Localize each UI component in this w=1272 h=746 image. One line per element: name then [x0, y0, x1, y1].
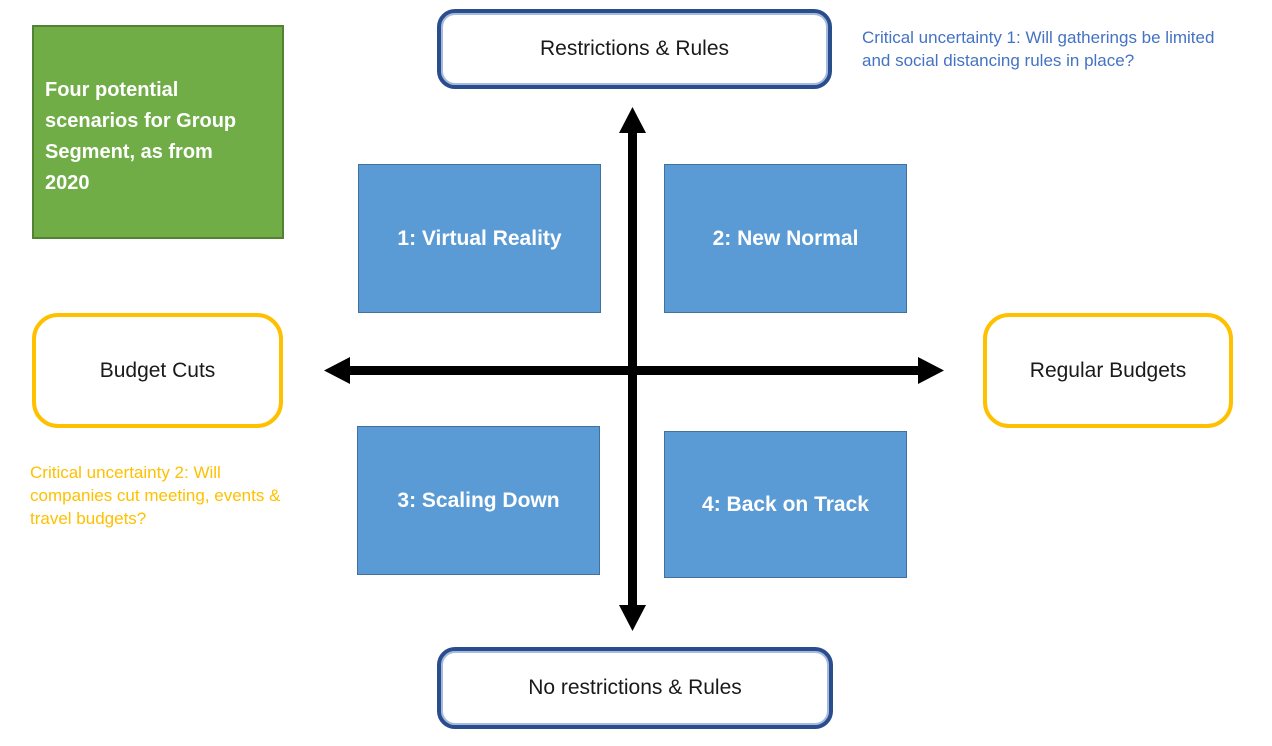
- uncertainty-2-line: companies cut meeting, events &: [30, 486, 281, 505]
- uncertainty-1-line: Critical uncertainty 1: Will gatherings …: [862, 28, 1215, 47]
- title-line: Segment, as from: [45, 141, 213, 163]
- scenario-box-4: 4: Back on Track: [664, 431, 907, 578]
- axis-label-left: Budget Cuts: [32, 313, 283, 428]
- uncertainty-1-line: and social distancing rules in place?: [862, 51, 1135, 70]
- scenario-box-3: 3: Scaling Down: [357, 426, 600, 575]
- scenario-4-label: 4: Back on Track: [702, 492, 869, 516]
- axis-label-right-text: Regular Budgets: [1029, 358, 1187, 382]
- title-line: scenarios for Group: [45, 110, 237, 132]
- title-line: 2020: [45, 172, 90, 194]
- scenario-box-2: 2: New Normal: [664, 164, 907, 313]
- axis-label-bottom-text: No restrictions & Rules: [528, 676, 742, 699]
- uncertainty-2-note: Critical uncertainty 2: Will companies c…: [30, 461, 330, 530]
- scenario-3-label: 3: Scaling Down: [397, 488, 560, 512]
- arrowhead-right-icon: [918, 357, 944, 384]
- scenario-box-1: 1: Virtual Reality: [358, 164, 601, 313]
- uncertainty-2-line: travel budgets?: [30, 509, 147, 528]
- axis-label-left-text: Budget Cuts: [99, 358, 216, 382]
- axis-label-top-text: Restrictions & Rules: [539, 37, 730, 60]
- scenario-2-label: 2: New Normal: [712, 226, 859, 250]
- axis-label-right: Regular Budgets: [983, 313, 1233, 428]
- arrowhead-left-icon: [324, 357, 350, 384]
- uncertainty-2-line: Critical uncertainty 2: Will: [30, 463, 221, 482]
- vertical-axis-arrow: [619, 107, 646, 631]
- title-box: Four potential scenarios for Group Segme…: [32, 25, 284, 239]
- axis-label-bottom: No restrictions & Rules: [437, 647, 833, 729]
- title-line: Four potential: [45, 79, 179, 101]
- axis-label-top: Restrictions & Rules: [437, 9, 832, 89]
- uncertainty-1-note: Critical uncertainty 1: Will gatherings …: [862, 26, 1262, 72]
- horizontal-axis-arrow: [324, 357, 944, 384]
- arrowhead-up-icon: [619, 107, 646, 133]
- scenario-1-label: 1: Virtual Reality: [397, 226, 562, 250]
- arrowhead-down-icon: [619, 605, 646, 631]
